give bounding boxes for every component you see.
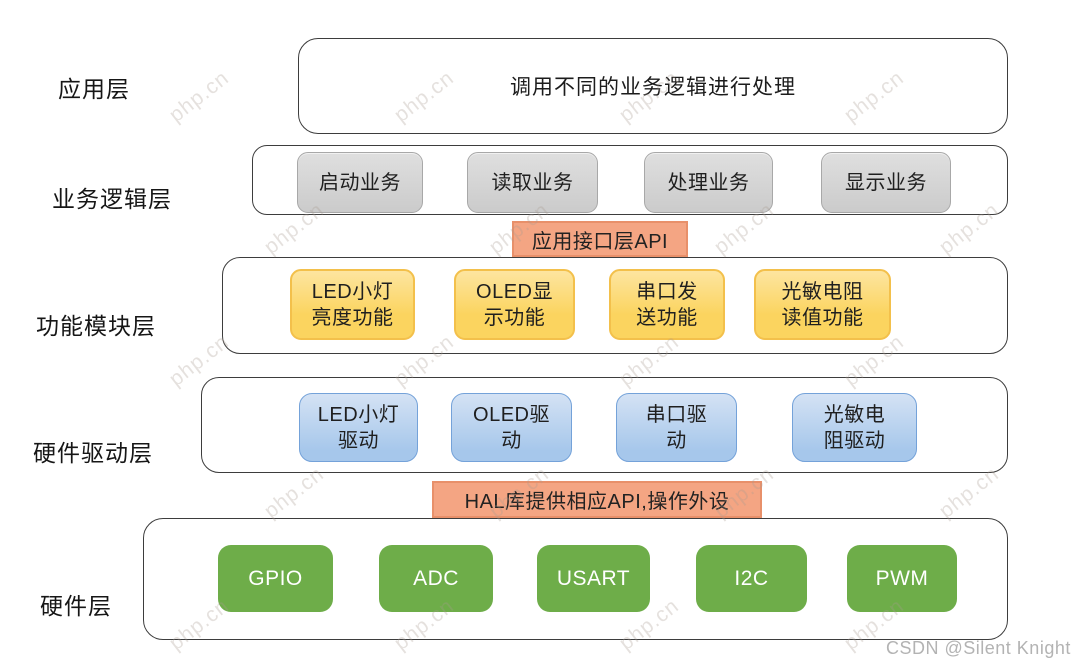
chip-display-service: 显示业务 xyxy=(821,152,951,213)
label-function-module-layer: 功能模块层 xyxy=(36,313,156,339)
chip-i2c: I2C xyxy=(696,545,807,612)
chip-usart: USART xyxy=(537,545,650,612)
chip-adc: ADC xyxy=(379,545,493,612)
chip-read-service: 读取业务 xyxy=(467,152,598,213)
connector-hal-api: HAL库提供相应API,操作外设 xyxy=(432,481,762,518)
csdn-credit-watermark: CSDN @Silent Knight xyxy=(886,638,1071,658)
chip-start-service: 启动业务 xyxy=(297,152,423,213)
chip-photoresistor-read-function: 光敏电阻 读值功能 xyxy=(754,269,891,340)
chip-gpio: GPIO xyxy=(218,545,333,612)
band-application-layer xyxy=(298,38,1008,134)
label-application-layer: 应用层 xyxy=(58,76,130,102)
label-business-logic-layer: 业务逻辑层 xyxy=(52,186,172,212)
label-hardware-driver-layer: 硬件驱动层 xyxy=(33,440,153,466)
php-cn-watermark: php.cn xyxy=(164,66,234,127)
connector-app-api-layer: 应用接口层API xyxy=(512,221,688,257)
chip-oled-display-function: OLED显 示功能 xyxy=(454,269,575,340)
chip-pwm: PWM xyxy=(847,545,957,612)
chip-led-driver: LED小灯 驱动 xyxy=(299,393,418,462)
label-hardware-layer: 硬件层 xyxy=(40,593,112,619)
chip-uart-send-function: 串口发 送功能 xyxy=(609,269,725,340)
chip-uart-driver: 串口驱 动 xyxy=(616,393,737,462)
chip-photoresistor-driver: 光敏电 阻驱动 xyxy=(792,393,917,462)
chip-oled-driver: OLED驱 动 xyxy=(451,393,572,462)
chip-led-brightness-function: LED小灯 亮度功能 xyxy=(290,269,415,340)
application-layer-text: 调用不同的业务逻辑进行处理 xyxy=(510,76,796,99)
chip-process-service: 处理业务 xyxy=(644,152,773,213)
